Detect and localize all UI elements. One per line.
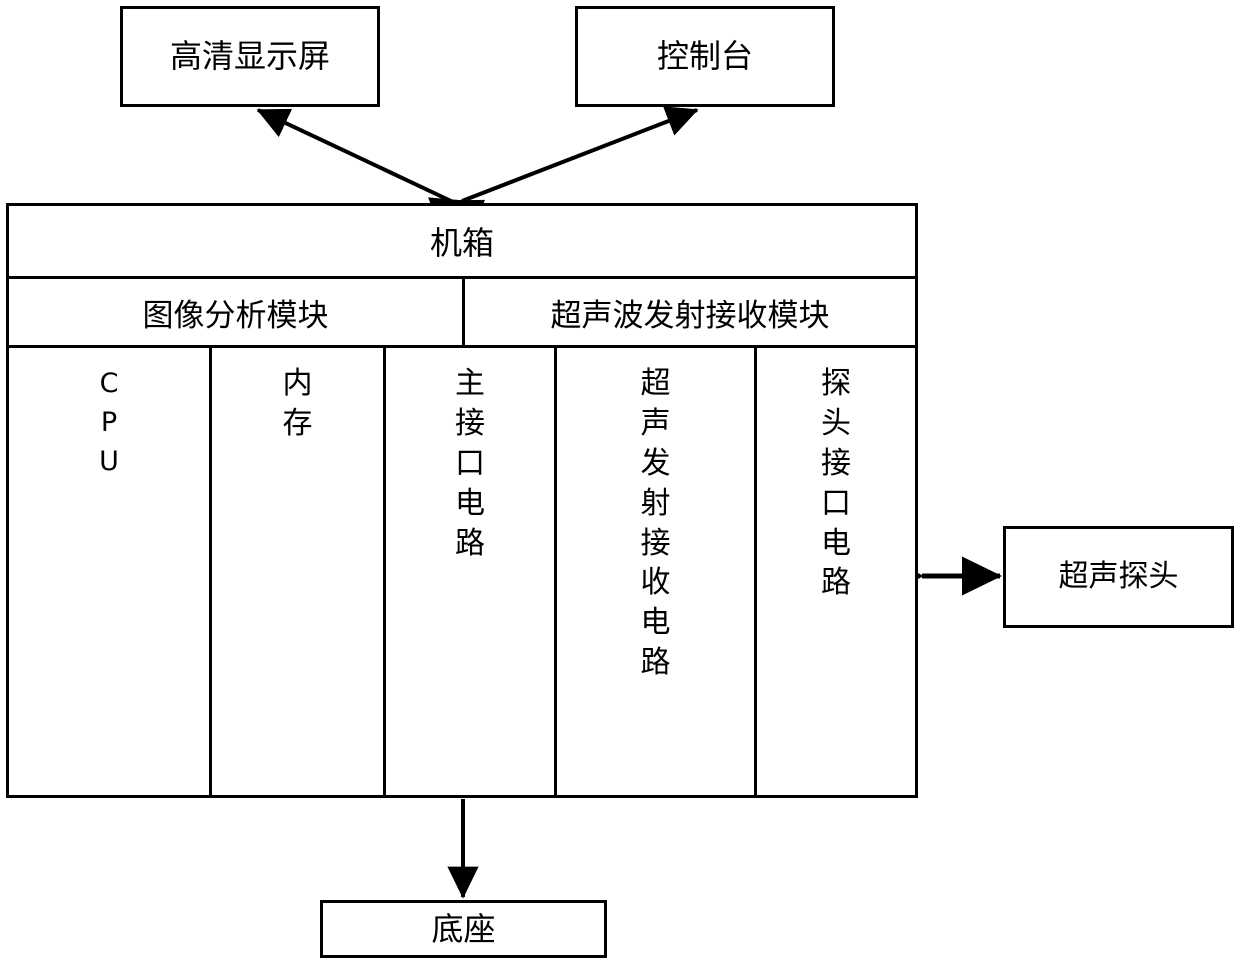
unit-probe-interface-circuit[interactable]: 探 头 接 口 电 路	[754, 348, 915, 795]
chassis-title-label: 机箱	[429, 224, 494, 262]
unit-ultrasonic-transceiver-circuit[interactable]: 超 声 发 射 接 收 电 路	[554, 348, 754, 795]
node-console-label: 控制台	[656, 37, 753, 76]
unit-main-interface-circuit[interactable]: 主 接 口 电 路	[383, 348, 554, 795]
connector-chassis-console	[428, 106, 699, 227]
unit-probe-interface-circuit-label: 探 头 接 口 电 路	[821, 366, 851, 601]
module-image-analysis[interactable]: 图像分析模块	[9, 279, 465, 345]
unit-memory-label: 内 存	[282, 366, 313, 441]
chassis-title: 机箱	[9, 206, 915, 279]
unit-cpu[interactable]: C P U	[9, 348, 209, 795]
unit-row: C P U 内 存 主 接 口 电 路 超 声 发 射 接 收 电 路 探 头 …	[9, 348, 915, 795]
module-ultrasonic-transceiver-label: 超声波发射接收模块	[550, 297, 830, 334]
unit-cpu-label: C P U	[99, 368, 119, 478]
node-base[interactable]: 底座	[320, 900, 607, 958]
module-image-analysis-label: 图像分析模块	[142, 297, 329, 334]
node-console[interactable]: 控制台	[575, 6, 835, 107]
unit-ultrasonic-transceiver-circuit-label: 超 声 发 射 接 收 电 路	[640, 366, 671, 681]
module-ultrasonic-transceiver[interactable]: 超声波发射接收模块	[465, 279, 915, 345]
node-ultrasonic-probe-label: 超声探头	[1058, 558, 1179, 594]
connector-chassis-display	[256, 108, 486, 229]
module-row: 图像分析模块 超声波发射接收模块	[9, 279, 915, 348]
node-chassis[interactable]: 机箱 图像分析模块 超声波发射接收模块 C P U 内 存 主 接 口 电 路 …	[6, 203, 918, 798]
node-hd-display[interactable]: 高清显示屏	[120, 6, 380, 107]
unit-memory[interactable]: 内 存	[209, 348, 383, 795]
unit-main-interface-circuit-label: 主 接 口 电 路	[455, 366, 485, 561]
node-base-label: 底座	[431, 909, 496, 948]
node-ultrasonic-probe[interactable]: 超声探头	[1003, 526, 1234, 628]
node-hd-display-label: 高清显示屏	[169, 37, 330, 76]
